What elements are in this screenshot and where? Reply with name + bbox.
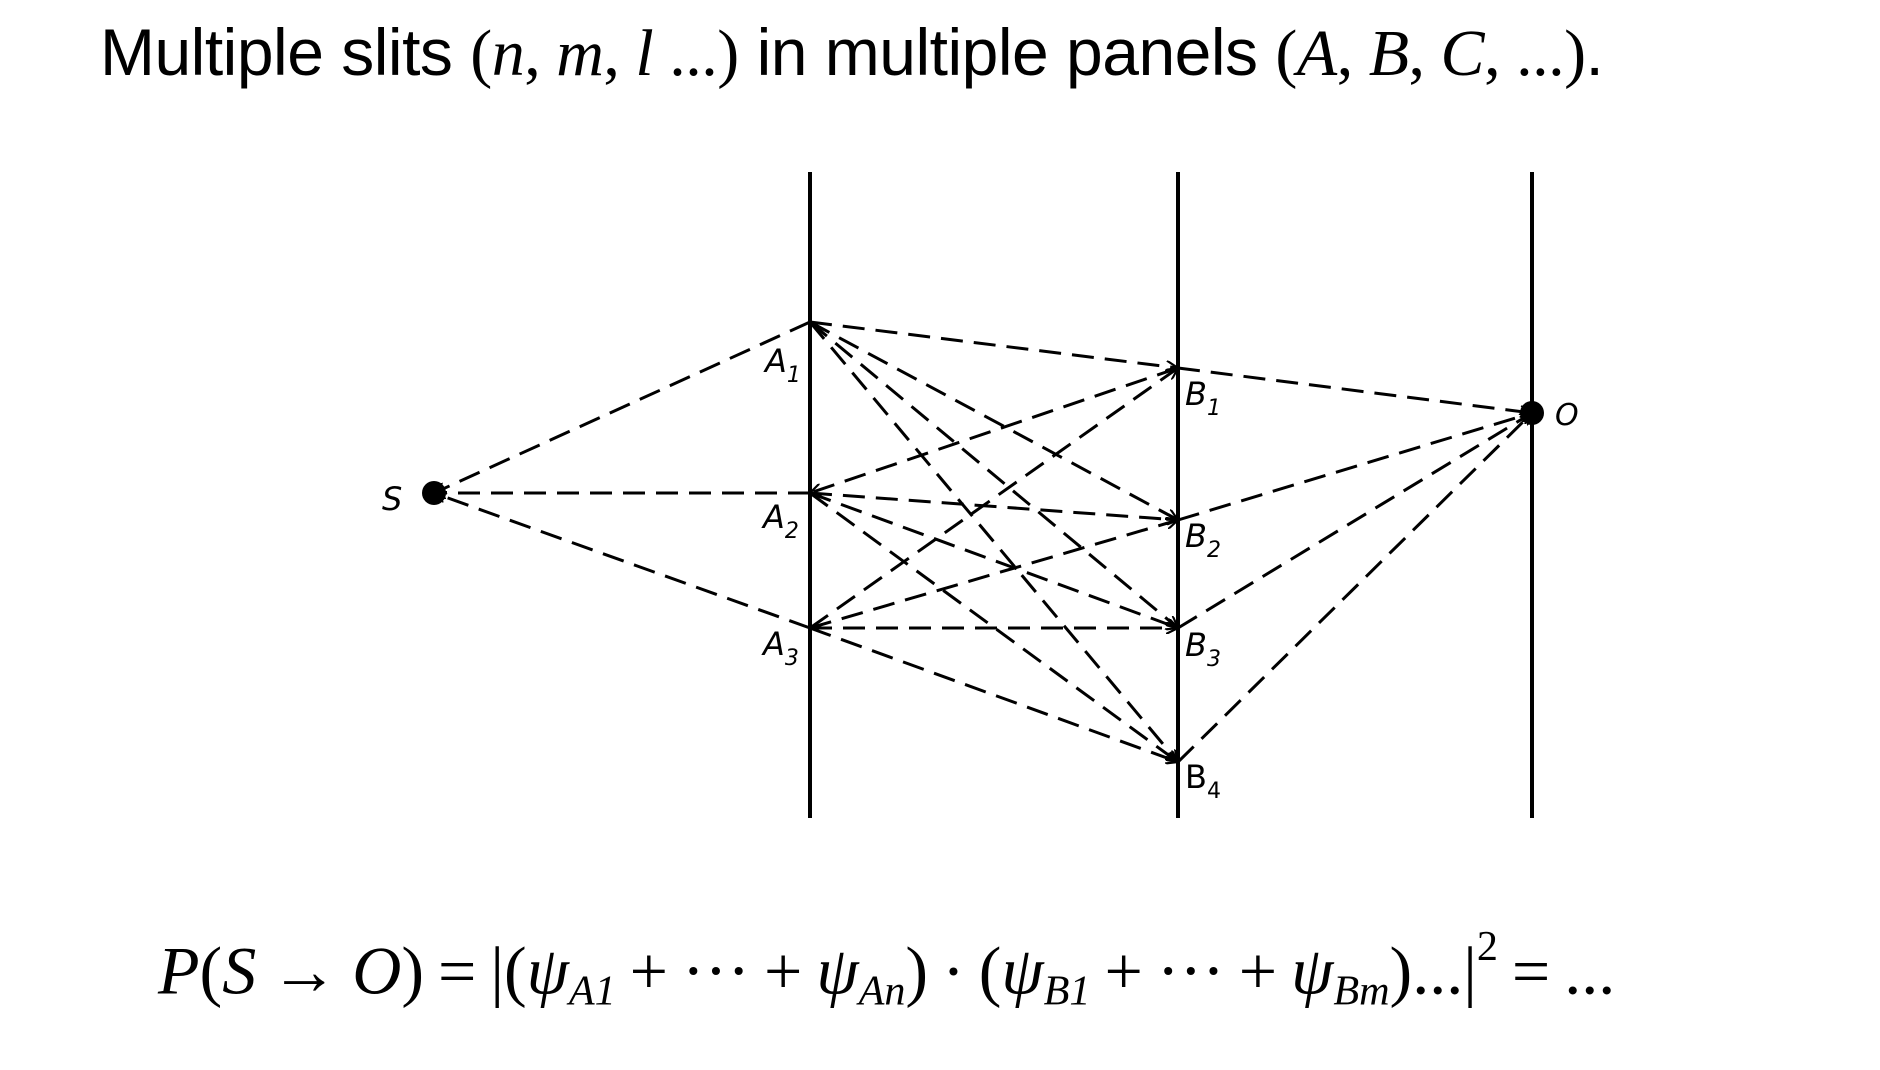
title-panel-list: (A, B, C, ...) [1275,17,1586,90]
path-b4-o [1176,413,1532,764]
path-a1-s [434,320,811,493]
panels [808,172,1534,818]
slide-title: Multiple slits (n, m, l ...) in multiple… [100,14,1604,92]
path-a3-b4 [809,626,1178,762]
path-a1-b3 [809,320,1178,628]
path-a1-b4 [808,321,1178,762]
path-a3-b1 [809,368,1178,630]
source-label: S [382,480,402,518]
probability-formula: P(S→O)=|(ψA1+···+ψAn)·(ψB1+···+ψBm)...|2… [158,923,1616,1015]
path-a1-b2 [809,320,1178,522]
slit-label-b4: B4 [1185,758,1221,804]
slit-label-b3: B3 [1185,626,1221,672]
path-b3-o [1177,411,1532,630]
slit-label-a1: A1 [763,342,801,388]
source-point [422,481,446,505]
slit-label-b2: B2 [1185,517,1221,563]
path-a1-b1 [809,320,1178,368]
path-a2-b2 [809,491,1178,520]
path-a2-b3 [809,491,1178,628]
path-b2-o [1177,413,1532,522]
slit-label-a2: A2 [761,498,799,544]
title-lead: Multiple slits [100,15,471,89]
path-b1-o [1177,366,1532,413]
path-a3-s [434,493,811,630]
dashed-paths [434,320,1532,764]
slit-label-b1: B1 [1185,375,1221,421]
title-slit-list: (n, m, l ...) [470,17,739,90]
path-a3-b2 [809,520,1178,630]
slit-label-a3: A3 [761,625,799,671]
observer-point [1520,401,1544,425]
title-middle: in multiple panels [738,15,1276,89]
path-a2-b4 [809,491,1178,762]
title-end: . [1585,15,1604,89]
observer-label: O [1555,398,1579,433]
